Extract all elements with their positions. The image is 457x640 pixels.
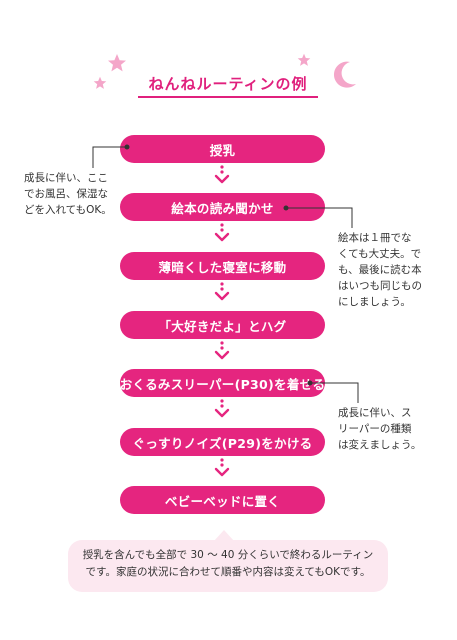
down-arrow-icon (214, 341, 230, 360)
summary-text: 授乳を含んでも全部で 30 〜 40 分くらいで終わるルーティン です。家庭の状… (82, 549, 374, 578)
star-icon (297, 53, 311, 66)
crescent-moon-icon (333, 61, 356, 88)
note-feeding: 成長に伴い、ここ でお風呂、保湿な どを入れてもOK。 (24, 172, 112, 216)
star-icon (93, 76, 107, 89)
step-white-noise: ぐっすりノイズ(P29)をかける (120, 428, 325, 456)
note-sleeper: 成長に伴い、ス リーパーの種類 は変えましょう。 (338, 407, 422, 451)
down-arrow-icon (214, 458, 230, 477)
step-baby-bed: ベビーベッドに置く (120, 486, 325, 514)
down-arrow-icon (214, 165, 230, 184)
step-swaddle-sleeper: おくるみスリーパー(P30)を着せる (120, 369, 325, 397)
title-underline (138, 96, 318, 98)
down-arrow-icon (214, 223, 230, 242)
page-title: ねんねルーティンの例 (148, 75, 308, 93)
step-hug: 「大好きだよ」とハグ (120, 311, 325, 339)
step-dim-bedroom: 薄暗くした寝室に移動 (120, 252, 325, 280)
step-picture-book: 絵本の読み聞かせ (120, 193, 325, 221)
step-feeding: 授乳 (120, 135, 325, 163)
summary-box (68, 540, 388, 592)
down-arrow-icon (214, 282, 230, 301)
note-picture-book: 絵本は１冊でな くても大丈夫。で も、最後に読む本 はいつも同じもの にしましょ… (338, 232, 422, 308)
down-arrow-icon (214, 399, 230, 418)
star-icon (108, 54, 126, 72)
summary-pointer (214, 530, 234, 541)
